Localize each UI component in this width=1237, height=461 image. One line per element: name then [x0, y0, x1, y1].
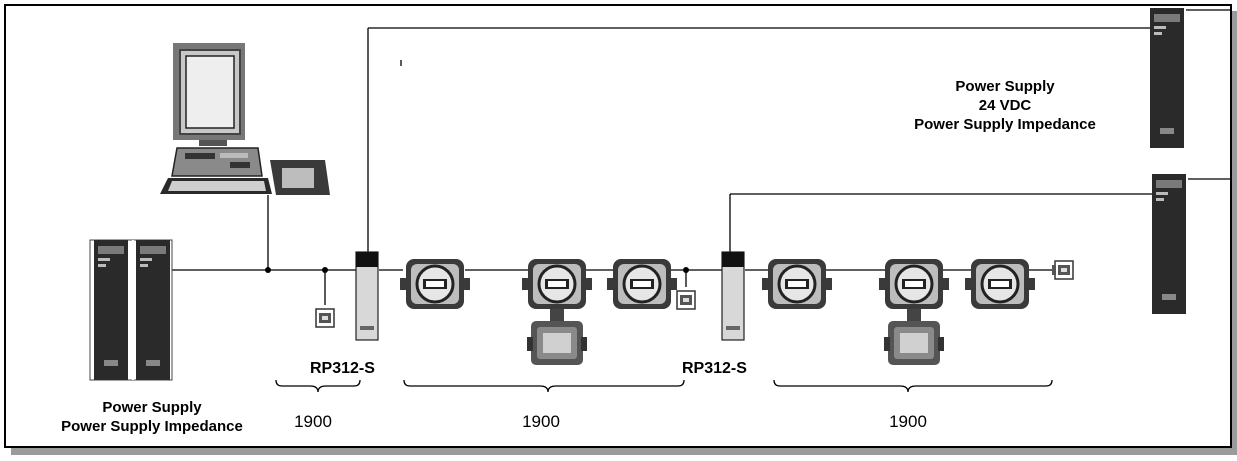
computer-icon: [160, 43, 330, 195]
junction-dots: [265, 267, 689, 273]
repeater-2-device: [721, 251, 745, 341]
transmitter-6-icon: [963, 257, 1037, 311]
segment-2-length: 1900: [522, 412, 560, 431]
repeater-1-device: [355, 251, 379, 341]
terminator-2-icon: [676, 290, 696, 310]
segment-braces: [275, 379, 1053, 393]
bus-wires: [168, 9, 1230, 305]
repeater-2-label: RP312-S: [682, 360, 747, 377]
power-supply-top-line2: 24 VDC: [979, 97, 1032, 114]
power-supply-left-label: Power Supply Power Supply Impedance: [61, 399, 243, 435]
terminator-3-icon: [1054, 260, 1074, 280]
transmitter-3-icon: [605, 257, 679, 311]
terminator-1-icon: [315, 308, 335, 328]
transmitter-4-icon: [760, 257, 834, 311]
power-supply-left-device: [89, 239, 173, 381]
terminator-3-tail: [1052, 265, 1056, 275]
segment-3-length: 1900: [889, 412, 927, 431]
power-supply-top-line1: Power Supply: [955, 78, 1055, 95]
power-supply-top-label: Power Supply 24 VDC Power Supply Impedan…: [914, 78, 1096, 133]
power-supply-left-line2: Power Supply Impedance: [61, 418, 243, 435]
repeater-1-label: RP312-S: [310, 360, 375, 377]
power-supply-top-line3: Power Supply Impedance: [914, 116, 1096, 133]
transmitter-1-icon: [398, 257, 472, 311]
segment-1-length: 1900: [294, 412, 332, 431]
power-supply-left-line1: Power Supply: [102, 399, 202, 416]
power-supply-mid-right-device: [1152, 174, 1186, 314]
power-supply-top-right-device: [1150, 8, 1184, 148]
